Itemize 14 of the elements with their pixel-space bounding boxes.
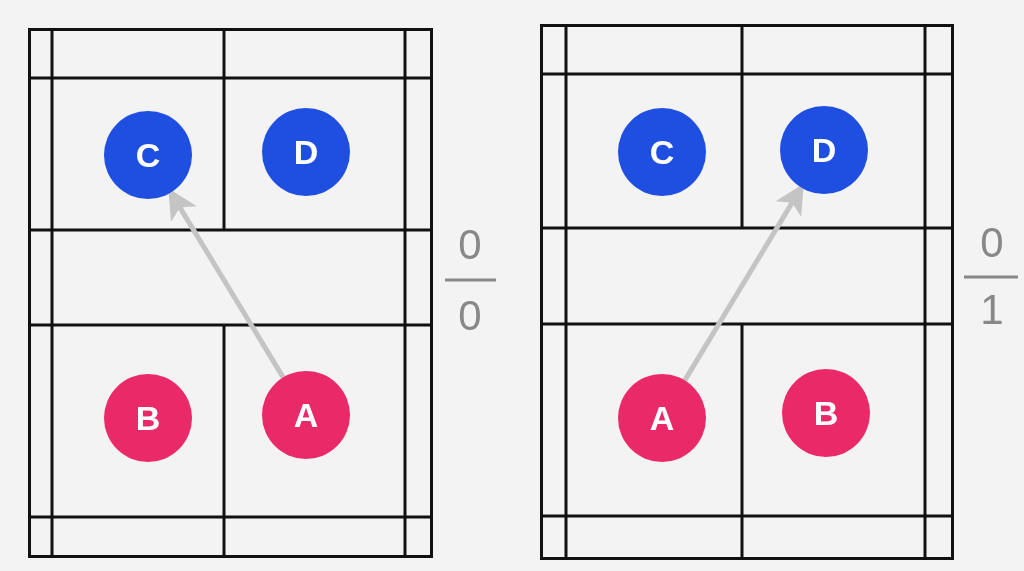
player-letter: A	[649, 401, 675, 435]
player-letter: C	[135, 138, 161, 172]
score-number: 0	[458, 295, 482, 337]
badminton-court	[28, 28, 433, 558]
player-letter: A	[293, 398, 319, 432]
player-letter: C	[649, 135, 675, 169]
score-number: 0	[458, 224, 482, 266]
score-number: 0	[980, 222, 1004, 264]
player-letter: B	[135, 401, 161, 435]
badminton-court	[540, 24, 954, 560]
player-letter: D	[293, 135, 319, 169]
player-letter: B	[813, 396, 839, 430]
score-number: 1	[980, 289, 1004, 331]
player-letter: D	[811, 133, 837, 167]
